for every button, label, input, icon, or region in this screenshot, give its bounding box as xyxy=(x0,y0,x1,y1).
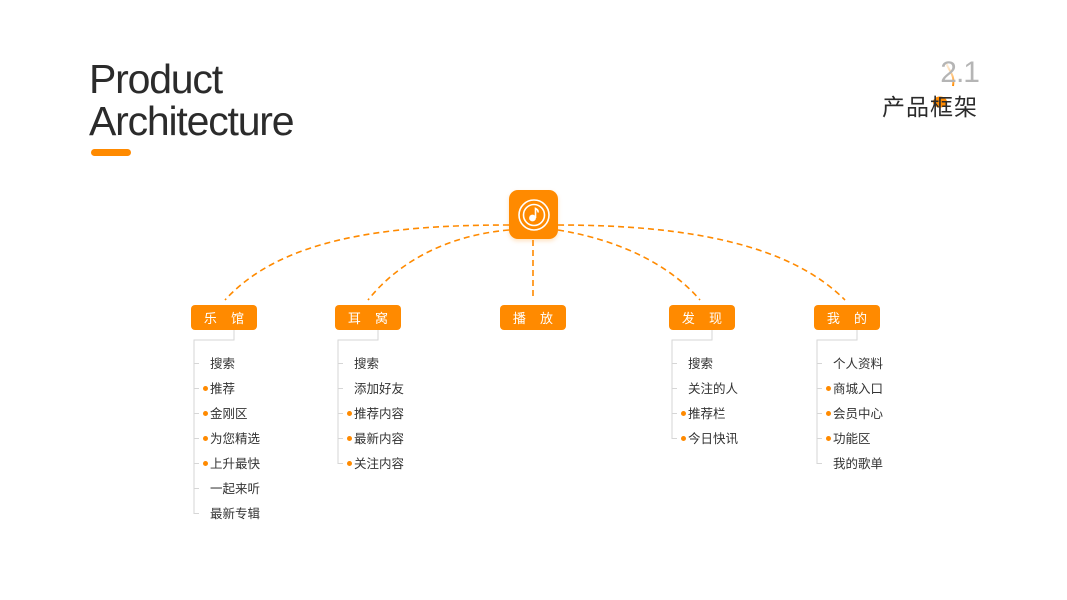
branch-item-list: 搜索关注的人推荐栏今日快讯 xyxy=(671,351,738,451)
list-item-label: 会员中心 xyxy=(833,406,884,421)
list-item-label: 搜索 xyxy=(688,356,714,371)
list-item-label: 关注的人 xyxy=(688,381,739,396)
highlight-dot-icon xyxy=(681,436,686,441)
highlight-dot-icon xyxy=(203,461,208,466)
highlight-dot-icon xyxy=(203,411,208,416)
music-disc-icon xyxy=(517,198,550,231)
branch-node[interactable]: 发 现 xyxy=(669,305,735,330)
list-item[interactable]: 推荐内容 xyxy=(337,401,404,426)
list-item[interactable]: 推荐栏 xyxy=(671,401,738,426)
branch-node[interactable]: 播 放 xyxy=(500,305,566,330)
highlight-dot-icon xyxy=(826,411,831,416)
title-line-1: Product xyxy=(89,56,223,102)
list-item-label: 我的歌单 xyxy=(833,456,884,471)
list-item[interactable]: 会员中心 xyxy=(816,401,883,426)
list-item[interactable]: 今日快讯 xyxy=(671,426,738,451)
list-item[interactable]: 搜索 xyxy=(337,351,404,376)
list-item-label: 最新专辑 xyxy=(210,506,261,521)
list-item[interactable]: 商城入口 xyxy=(816,376,883,401)
list-item[interactable]: 为您精选 xyxy=(193,426,260,451)
title-underline-accent xyxy=(91,149,131,156)
highlight-dot-icon xyxy=(826,436,831,441)
list-item-label: 为您精选 xyxy=(210,431,261,446)
list-item[interactable]: 功能区 xyxy=(816,426,883,451)
list-item-label: 添加好友 xyxy=(354,381,405,396)
highlight-dot-icon xyxy=(826,386,831,391)
highlight-dot-icon xyxy=(203,436,208,441)
list-item[interactable]: 搜索 xyxy=(193,351,260,376)
list-item-label: 个人资料 xyxy=(833,356,884,371)
list-item[interactable]: 我的歌单 xyxy=(816,451,883,476)
list-item[interactable]: 添加好友 xyxy=(337,376,404,401)
list-item[interactable]: 上升最快 xyxy=(193,451,260,476)
list-item[interactable]: 推荐 xyxy=(193,376,260,401)
list-item[interactable]: 搜索 xyxy=(671,351,738,376)
title-line-2: Architecture xyxy=(89,98,295,144)
list-item-label: 搜索 xyxy=(354,356,380,371)
list-item-label: 商城入口 xyxy=(833,381,884,396)
list-item[interactable]: 最新内容 xyxy=(337,426,404,451)
section-title: 产品框架 xyxy=(882,95,978,121)
highlight-dot-icon xyxy=(347,461,352,466)
connector-to-branch-1 xyxy=(224,224,510,301)
list-item-label: 推荐栏 xyxy=(688,406,726,421)
branch-node[interactable]: 乐 馆 xyxy=(191,305,257,330)
list-item-label: 功能区 xyxy=(833,431,871,446)
list-item-label: 金刚区 xyxy=(210,406,248,421)
section-number: 2.1 xyxy=(940,56,980,89)
page-title: Product Architecture xyxy=(89,56,295,144)
list-item-label: 推荐 xyxy=(210,381,236,396)
list-item-label: 上升最快 xyxy=(210,456,261,471)
list-item[interactable]: 关注内容 xyxy=(337,451,404,476)
branch-node[interactable]: 我 的 xyxy=(814,305,880,330)
root-app-icon xyxy=(509,190,558,239)
branch-item-list: 搜索添加好友推荐内容最新内容关注内容 xyxy=(337,351,404,476)
highlight-dot-icon xyxy=(203,386,208,391)
connector-to-branch-4 xyxy=(557,229,701,301)
list-item[interactable]: 最新专辑 xyxy=(193,501,260,526)
list-item-label: 关注内容 xyxy=(354,456,405,471)
branch-item-list: 个人资料商城入口会员中心功能区我的歌单 xyxy=(816,351,883,476)
connector-to-branch-2 xyxy=(367,229,510,301)
list-item-label: 推荐内容 xyxy=(354,406,405,421)
list-item[interactable]: 个人资料 xyxy=(816,351,883,376)
highlight-dot-icon xyxy=(681,411,686,416)
music-note-decoration-icon xyxy=(933,61,955,108)
list-item[interactable]: 金刚区 xyxy=(193,401,260,426)
highlight-dot-icon xyxy=(347,411,352,416)
list-item-label: 最新内容 xyxy=(354,431,405,446)
branch-item-list: 搜索推荐金刚区为您精选上升最快一起来听最新专辑 xyxy=(193,351,260,526)
list-item-label: 搜索 xyxy=(210,356,236,371)
branch-node[interactable]: 耳 窝 xyxy=(335,305,401,330)
highlight-dot-icon xyxy=(347,436,352,441)
list-item[interactable]: 一起来听 xyxy=(193,476,260,501)
list-item[interactable]: 关注的人 xyxy=(671,376,738,401)
connector-to-branch-5 xyxy=(557,224,846,301)
list-item-label: 一起来听 xyxy=(210,481,261,496)
list-item-label: 今日快讯 xyxy=(688,431,739,446)
